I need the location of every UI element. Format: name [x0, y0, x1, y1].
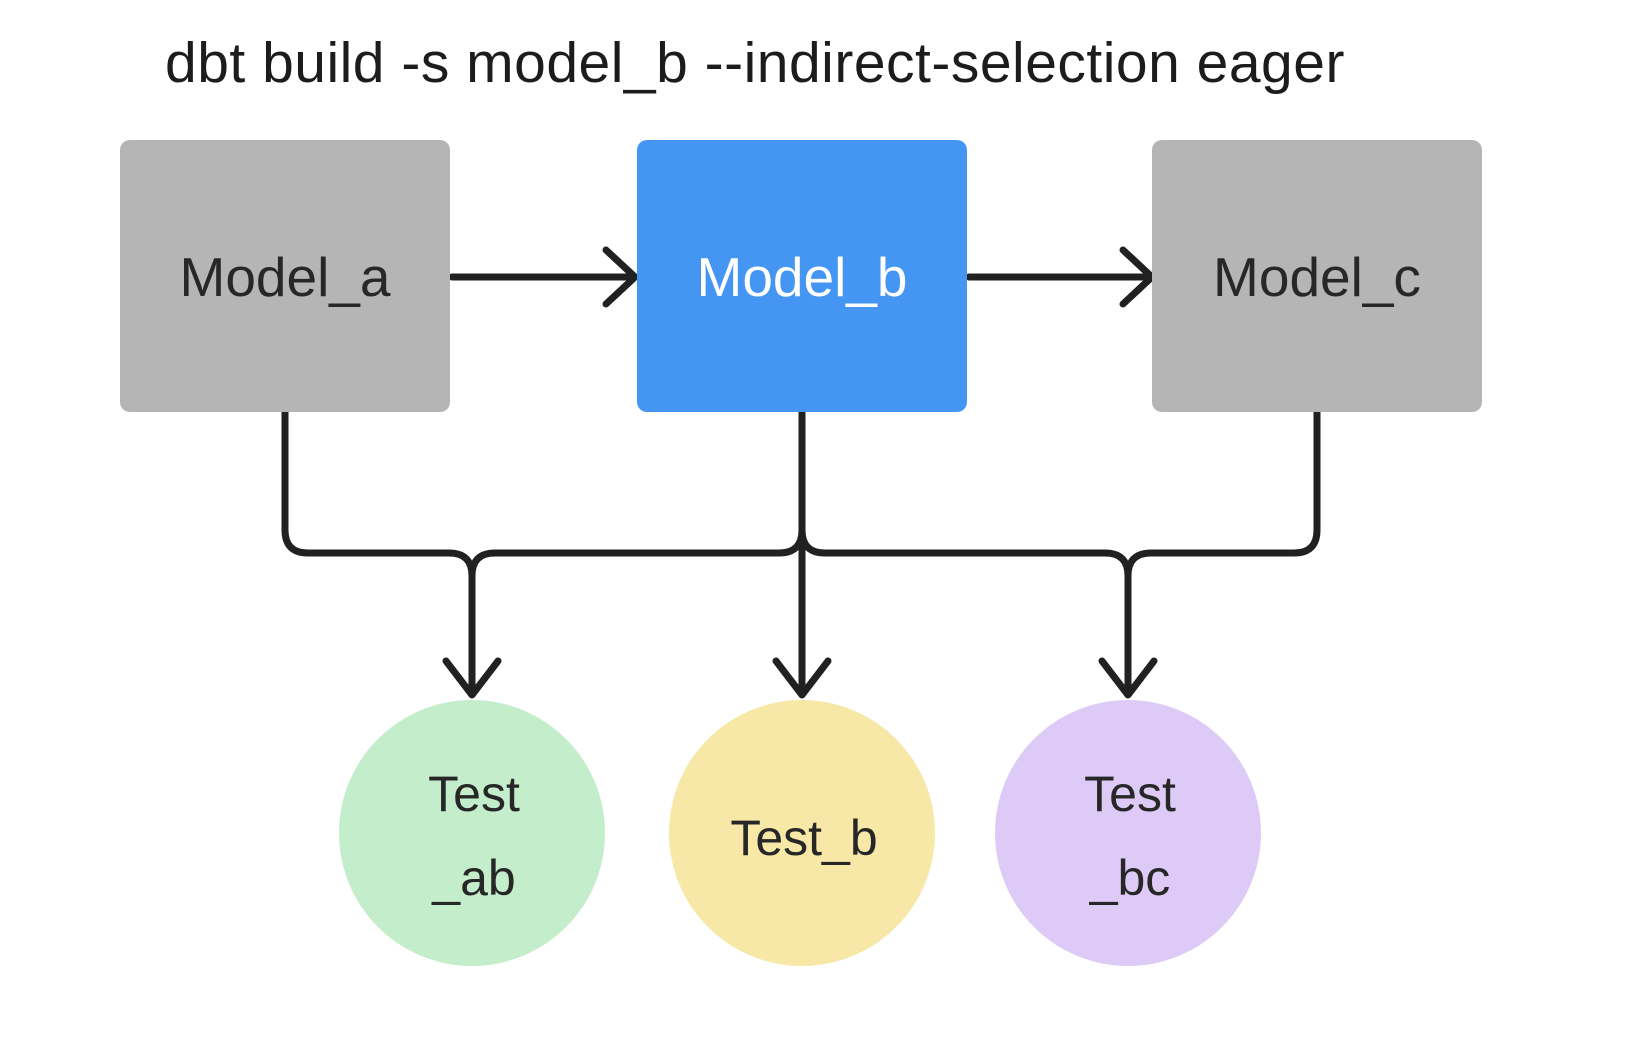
node-test-b: [669, 700, 935, 966]
arrowhead-down-test-b-icon: [772, 657, 832, 699]
node-test-b-label-line1: Test_b: [730, 810, 877, 866]
arrowhead-down-test-bc-icon: [1098, 657, 1158, 699]
node-test-bc-label-line2: _bc: [1089, 850, 1171, 906]
model-nodes-group: Model_a Model_b Model_c: [120, 140, 1482, 412]
node-model-c: [1152, 140, 1482, 412]
node-test-ab: [339, 700, 605, 966]
node-test-ab-label-line2: _ab: [431, 850, 515, 906]
node-test-bc: [995, 700, 1261, 966]
node-model-c-label: Model_c: [1213, 246, 1421, 308]
node-test-ab-label-line1: Test: [428, 766, 520, 822]
test-nodes-group: Test _ab Test_b Test _bc: [339, 700, 1261, 966]
node-model-b: [637, 140, 967, 412]
node-model-a: [120, 140, 450, 412]
command-title: dbt build -s model_b --indirect-selectio…: [165, 31, 1345, 95]
node-test-bc-label-line1: Test: [1084, 766, 1176, 822]
node-model-b-label: Model_b: [697, 246, 908, 308]
edges-group: [281, 246, 1321, 699]
edge-model-c-to-test-bc: [1124, 408, 1321, 694]
arrowhead-down-test-ab-icon: [442, 657, 502, 699]
arrowhead-right-model-b-icon: [602, 246, 639, 308]
node-model-a-label: Model_a: [180, 246, 391, 308]
